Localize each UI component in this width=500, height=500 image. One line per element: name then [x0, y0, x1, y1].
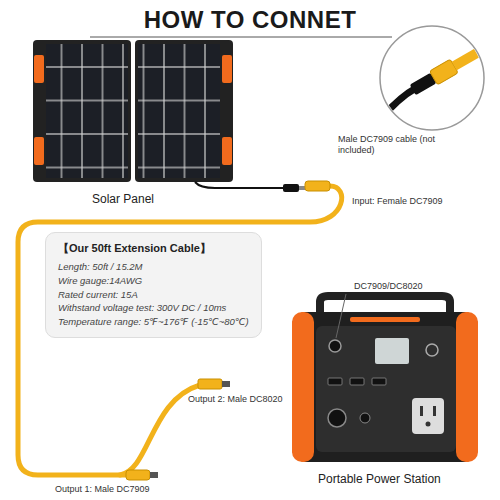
solar-panel: [33, 40, 305, 192]
connector-label: DC7909/DC8020: [354, 281, 423, 292]
connector-label: Output 1: Male DC7909: [55, 484, 150, 495]
connector-label: Output 2: Male DC8020: [188, 394, 283, 405]
spec-heading: 【Our 50ft Extension Cable】: [58, 241, 249, 256]
spec-box: 【Our 50ft Extension Cable】 Length: 50ft /…: [45, 232, 262, 338]
connector-label: Input: Female DC7909: [352, 196, 443, 207]
extension-cable: [18, 181, 342, 480]
power-station: [292, 294, 478, 462]
spec-line: Rated current: 15A: [58, 288, 249, 302]
callout-label: Male DC7909 cable (not included): [338, 134, 438, 156]
part-label: Portable Power Station: [318, 472, 441, 486]
spec-line: Withstand voltage test: 300V DC / 10ms: [58, 301, 249, 315]
magnifier: [378, 26, 493, 130]
title-rule: [90, 37, 392, 38]
spec-line: Length: 50ft / 15.2M: [58, 260, 249, 274]
part-label: Solar Panel: [92, 192, 154, 206]
spec-line: Wire gauge:14AWG: [58, 274, 249, 288]
diagram-title: HOW TO CONNET: [0, 6, 500, 34]
spec-line: Temperature range: 5℉~176℉ (-15℃~80℃): [58, 315, 249, 329]
